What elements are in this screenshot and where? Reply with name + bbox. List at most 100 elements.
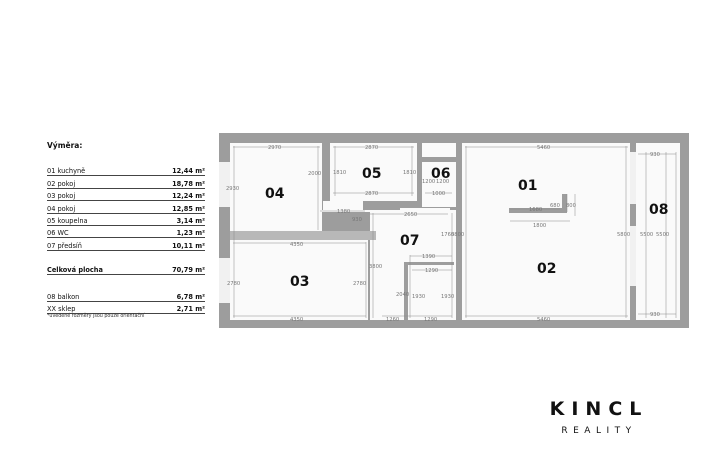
dim-label: 5800 bbox=[451, 232, 464, 238]
dim-label: 680 bbox=[550, 203, 560, 209]
room-area: 3,14 m² bbox=[176, 216, 205, 225]
logo-wordmark: KINCL bbox=[549, 398, 649, 420]
dim-label: 2000 bbox=[308, 171, 321, 177]
kitchen-counter-return bbox=[562, 194, 567, 213]
dim-label: 1290 bbox=[424, 317, 437, 323]
dim-label: 1800 bbox=[533, 223, 546, 229]
room-area: 1,23 m² bbox=[176, 229, 205, 238]
room-label-07: 07 bbox=[400, 233, 419, 249]
floor-room-03 bbox=[230, 240, 368, 320]
dim-label: 4350 bbox=[290, 242, 303, 248]
room-name: 06 WC bbox=[47, 229, 69, 238]
dim-label: 4350 bbox=[290, 317, 303, 323]
total-label: Celková plocha bbox=[47, 266, 103, 275]
room-label-06: 06 bbox=[431, 166, 450, 182]
dim-label: 1930 bbox=[441, 294, 454, 300]
legend-row-balcony: 08 balkon 6,78 m² bbox=[47, 289, 205, 302]
dim-label: 1390 bbox=[422, 254, 435, 260]
legend-row-room-04: 04 pokoj 12,85 m² bbox=[47, 201, 205, 214]
room-name: 07 předsíň bbox=[47, 241, 82, 250]
balcony-door-upper bbox=[630, 152, 636, 204]
window-left-lower bbox=[219, 258, 230, 303]
balcony-door-lower bbox=[630, 226, 636, 286]
room-area: 6,78 m² bbox=[176, 292, 205, 301]
dim-label: 1680 bbox=[529, 207, 542, 213]
dim-label: 2040 bbox=[396, 292, 409, 298]
wall-03-04 bbox=[230, 231, 376, 240]
partition-wall bbox=[404, 262, 408, 320]
dim-label: 1000 bbox=[432, 191, 445, 197]
room-name: 02 pokoj bbox=[47, 179, 76, 188]
room-name: 03 pokoj bbox=[47, 192, 76, 201]
floor-room-06 bbox=[422, 162, 456, 207]
dim-label: 2870 bbox=[365, 191, 378, 197]
room-label-08: 08 bbox=[649, 202, 668, 218]
legend-row-cellar: XX sklep 2,71 m² bbox=[47, 302, 205, 314]
room-area: 12,24 m² bbox=[172, 192, 205, 201]
dim-label: 2780 bbox=[353, 281, 366, 287]
area-legend: Výměra: 01 kuchyně 12,44 m² 02 pokoj 18,78… bbox=[47, 141, 205, 319]
room-area: 12,44 m² bbox=[172, 167, 205, 176]
dim-label: 930 bbox=[352, 217, 362, 223]
legend-row-room-03: 03 pokoj 12,24 m² bbox=[47, 189, 205, 202]
dim-label: 930 bbox=[650, 152, 660, 158]
dim-label: 2870 bbox=[365, 145, 378, 151]
room-name: 01 kuchyně bbox=[47, 167, 86, 176]
room-label-01: 01 bbox=[518, 178, 537, 194]
window-left-upper bbox=[219, 162, 230, 207]
room-name: 04 pokoj bbox=[47, 204, 76, 213]
dim-label: 1810 bbox=[403, 170, 416, 176]
legend-title: Výměra: bbox=[47, 141, 83, 150]
room-label-03: 03 bbox=[290, 274, 309, 290]
dim-label: 2970 bbox=[268, 145, 281, 151]
dim-label: 5500 bbox=[640, 232, 653, 238]
legend-row-total: Celková plocha 70,79 m² bbox=[47, 263, 205, 276]
floor-hall-nook bbox=[323, 201, 363, 212]
kitchen-counter bbox=[509, 208, 567, 213]
dim-label: 1930 bbox=[412, 294, 425, 300]
dim-label: 1810 bbox=[333, 170, 346, 176]
dim-label: 5460 bbox=[537, 317, 550, 323]
dim-label: 2930 bbox=[226, 186, 239, 192]
dim-label: 1290 bbox=[425, 268, 438, 274]
room-label-04: 04 bbox=[265, 186, 285, 202]
dim-label: 3800 bbox=[369, 264, 382, 270]
legend-row-hallway: 07 předsíň 10,11 m² bbox=[47, 238, 205, 251]
floor-room-04 bbox=[230, 143, 322, 231]
dim-label: 2780 bbox=[227, 281, 240, 287]
dim-label: 5800 bbox=[617, 232, 630, 238]
room-area: 18,78 m² bbox=[172, 179, 205, 188]
brand-logo: KINCL REALITY bbox=[535, 398, 663, 436]
legend-row-kitchen: 01 kuchyně 12,44 m² bbox=[47, 164, 205, 177]
floor-room-05 bbox=[330, 143, 417, 201]
room-area: 10,11 m² bbox=[172, 241, 205, 250]
room-label-02: 02 bbox=[537, 261, 556, 277]
floor-balcony bbox=[636, 143, 680, 320]
dim-label: 1380 bbox=[337, 209, 350, 215]
dim-label: 1260 bbox=[386, 317, 399, 323]
legend-row-bathroom: 05 koupelna 3,14 m² bbox=[47, 214, 205, 226]
legend-note: *uvedené rozměry jsou pouze orientační bbox=[47, 313, 145, 319]
dim-label: 5460 bbox=[537, 145, 550, 151]
dim-label: 930 bbox=[650, 312, 660, 318]
room-name: XX sklep bbox=[47, 304, 76, 313]
dim-label: 800 bbox=[566, 203, 576, 209]
dim-label: 1200 bbox=[422, 179, 435, 185]
legend-row-wc: 06 WC 1,23 m² bbox=[47, 226, 205, 239]
room-area: 12,85 m² bbox=[172, 204, 205, 213]
dimension-labels: 2970 2930 2000 2870 1810 1810 2870 1200 … bbox=[226, 145, 669, 323]
floor-shaft bbox=[422, 143, 456, 157]
floor-room-01-02 bbox=[462, 143, 630, 320]
dimension-lines bbox=[233, 146, 677, 318]
dim-label: 1760 bbox=[441, 232, 454, 238]
dim-label: 1200 bbox=[436, 179, 449, 185]
total-area: 70,79 m² bbox=[172, 266, 205, 275]
room-area: 2,71 m² bbox=[176, 304, 205, 313]
balcony-pier bbox=[630, 204, 636, 226]
dim-label: 5500 bbox=[656, 232, 669, 238]
room-label-05: 05 bbox=[362, 166, 381, 182]
room-name: 08 balkon bbox=[47, 292, 80, 301]
room-name: 05 koupelna bbox=[47, 216, 88, 225]
dim-label: 2650 bbox=[404, 212, 417, 218]
